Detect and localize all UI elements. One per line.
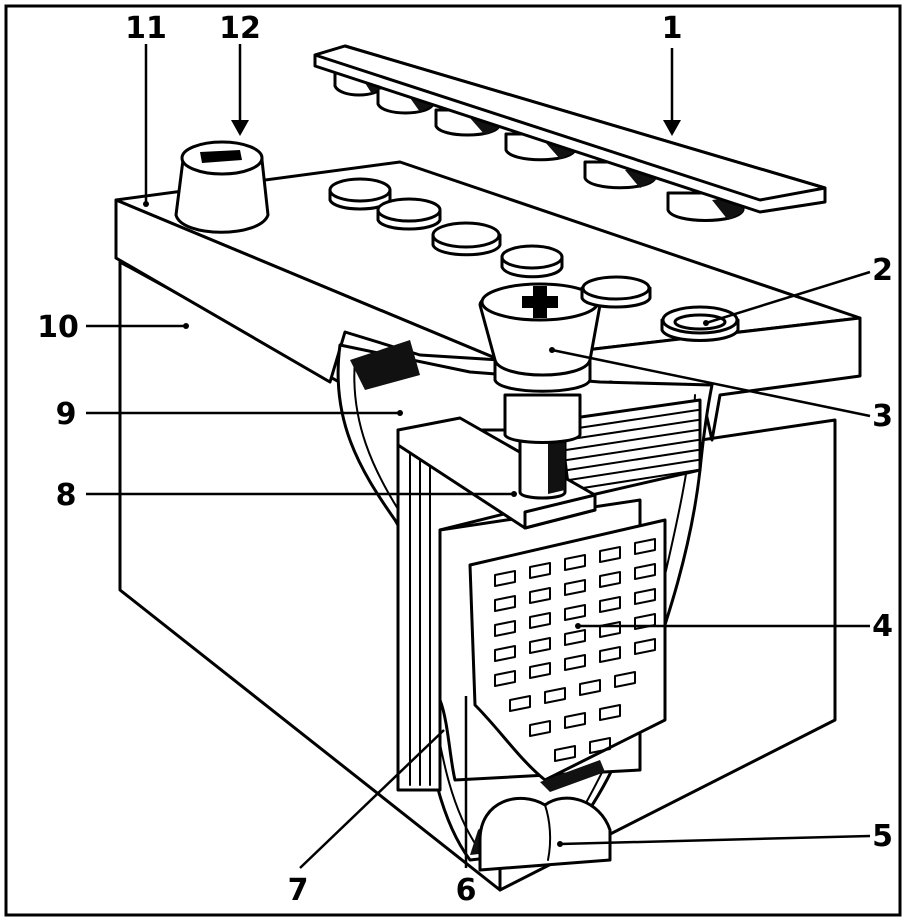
filler-opening bbox=[431, 221, 502, 257]
callout-label-2: 2 bbox=[872, 253, 893, 288]
filler-opening bbox=[500, 244, 564, 279]
vent-plug-strip bbox=[313, 44, 827, 222]
filler-opening bbox=[580, 275, 652, 309]
plus-sign-icon bbox=[522, 286, 558, 318]
callout-label-3: 3 bbox=[872, 399, 893, 434]
callout-label-7: 7 bbox=[288, 873, 309, 908]
negative-terminal bbox=[174, 140, 270, 234]
leader-3 bbox=[551, 348, 871, 418]
callout-label-9: 9 bbox=[56, 397, 77, 432]
leader-5 bbox=[559, 834, 871, 846]
callout-dots bbox=[143, 201, 709, 847]
callout-label-4: 4 bbox=[872, 609, 893, 644]
terminal-bridge bbox=[396, 416, 597, 530]
positive-terminal bbox=[478, 282, 602, 500]
callout-labels: 1 2 3 4 5 6 7 8 9 10 11 12 bbox=[37, 11, 893, 908]
callout-label-10: 10 bbox=[37, 310, 79, 345]
leader-lines bbox=[86, 44, 871, 869]
grid-cells bbox=[494, 538, 656, 762]
callout-label-5: 5 bbox=[872, 819, 893, 854]
callout-label-6: 6 bbox=[456, 873, 477, 908]
filler-opening-vent bbox=[660, 305, 740, 342]
callout-label-11: 11 bbox=[125, 11, 167, 46]
callout-label-12: 12 bbox=[219, 11, 261, 46]
callout-label-8: 8 bbox=[56, 478, 77, 513]
callout-label-1: 1 bbox=[662, 11, 683, 46]
minus-sign-icon bbox=[200, 150, 242, 163]
sediment-ribs bbox=[478, 796, 612, 872]
diagram-frame bbox=[4, 4, 902, 917]
leader-2 bbox=[705, 270, 871, 325]
filler-openings bbox=[328, 177, 740, 342]
leader-7 bbox=[299, 729, 445, 869]
filler-opening bbox=[376, 197, 442, 231]
grid-plate bbox=[468, 518, 667, 792]
filler-opening bbox=[328, 177, 392, 211]
